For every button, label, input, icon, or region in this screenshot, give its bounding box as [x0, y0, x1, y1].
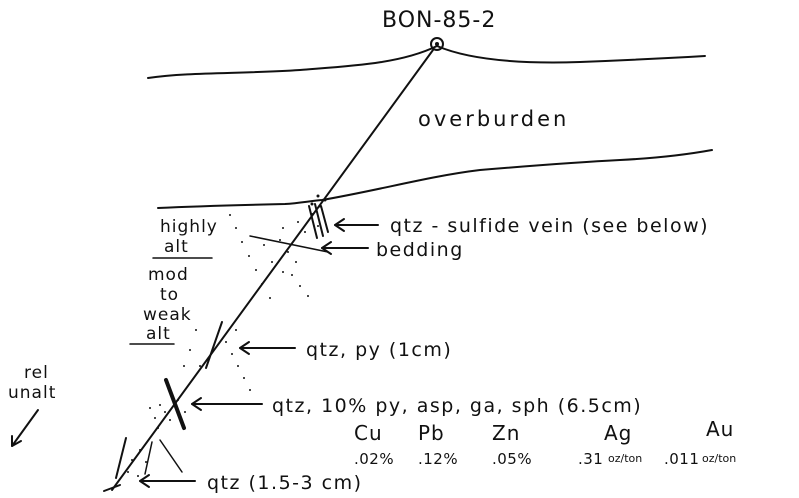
zone-highly-alt-line1: highly [160, 217, 218, 237]
pointer-vein-bottom [144, 439, 183, 475]
drillhole-end-tick [103, 484, 121, 492]
arrow-vein-top [334, 218, 379, 232]
assay-header-ag: Ag [604, 421, 632, 445]
ground-surface-line [147, 45, 706, 79]
assay-value-cu: .02% [354, 450, 394, 468]
assay-header-pb: Pb [418, 421, 445, 445]
assay-table: Cu Pb Zn Ag Au .02% .12% .05% .31 .011 o… [354, 417, 736, 468]
collar-icon [430, 37, 444, 51]
assay-unit-au: oz/ton [702, 452, 736, 465]
vein-bottom-mark [115, 437, 127, 479]
assay-value-zn: .05% [492, 450, 532, 468]
arrow-vein-bottom [139, 474, 196, 488]
assay-value-ag: .31 [578, 450, 603, 468]
arrow-down-left [11, 409, 39, 447]
zone-mod-weak-line1: mod [148, 265, 189, 285]
assay-header-cu: Cu [354, 421, 383, 445]
label-vein-bottom: qtz (1.5-3 cm) [207, 472, 363, 494]
drillhole-trace [111, 49, 434, 491]
label-bedding: bedding [376, 239, 464, 261]
assay-value-pb: .12% [418, 450, 458, 468]
arrow-vein-main [191, 397, 263, 411]
arrow-vein-mid [239, 341, 296, 355]
drillhole-id: BON-85-2 [382, 8, 496, 33]
vein-top-marks [308, 203, 329, 239]
zone-rel-unalt-line2: unalt [8, 383, 56, 403]
label-vein-mid: qtz, py (1cm) [306, 339, 452, 361]
assay-header-zn: Zn [492, 421, 520, 445]
zone-mod-weak-line3: weak [143, 305, 192, 325]
overburden-label: overburden [418, 107, 569, 131]
zone-rel-unalt-line1: rel [24, 363, 49, 383]
bedding-mark [249, 235, 329, 253]
zone-mod-weak-line2: to [160, 285, 179, 305]
arrow-bedding [321, 241, 369, 255]
overburden-base-line [157, 149, 713, 209]
zone-mod-weak-line4: alt [146, 324, 171, 344]
assay-header-au: Au [706, 417, 734, 441]
zone-highly-alt-line2: alt [164, 237, 189, 257]
assay-value-au: .011 [664, 450, 699, 468]
label-vein-main: qtz, 10% py, asp, ga, sph (6.5cm) [272, 395, 642, 417]
label-vein-top: qtz - sulfide vein (see below) [390, 215, 709, 237]
assay-unit-ag: oz/ton [608, 452, 642, 465]
alteration-stipple [127, 194, 327, 477]
vein-main-mark [164, 378, 186, 430]
vein-mid-mark [205, 321, 223, 369]
